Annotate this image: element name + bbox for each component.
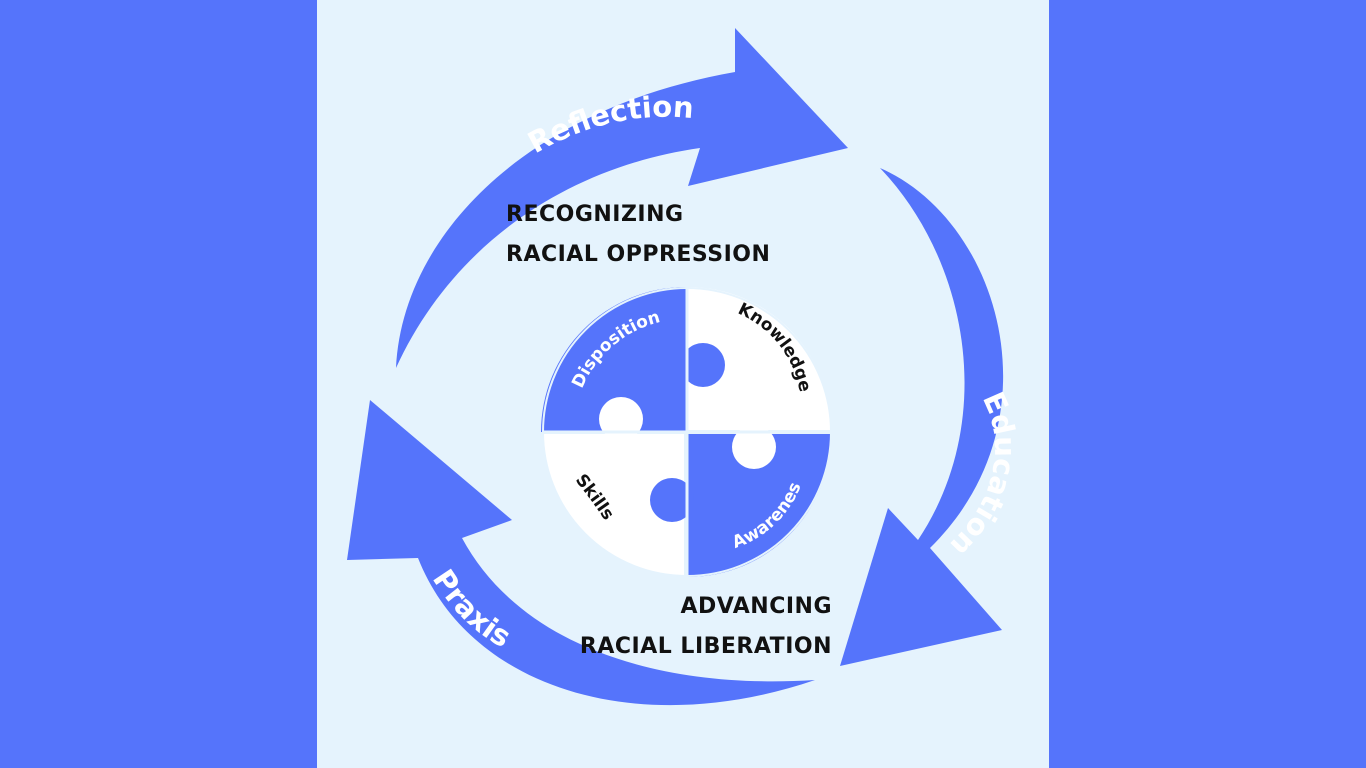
praxis-arrow: [347, 400, 815, 706]
puzzle-knob: [732, 425, 776, 469]
heading-advancing: ADVANCING RACIAL LIBERATION: [580, 587, 832, 667]
heading-top-line1: RECOGNIZING: [506, 202, 684, 227]
puzzle-knob: [681, 343, 725, 387]
puzzle-piece-awareness: [688, 434, 831, 577]
reflection-arrow: [396, 28, 848, 368]
heading-recognizing: RECOGNIZING RACIAL OPPRESSION: [506, 195, 770, 275]
heading-bottom-line1: ADVANCING: [680, 594, 832, 619]
education-arrow: [840, 168, 1004, 666]
puzzle-knob: [650, 478, 694, 522]
heading-top-line2: RACIAL OPPRESSION: [506, 242, 771, 267]
puzzle-piece-dispositions: [541, 287, 686, 432]
puzzle-piece-knowledge: [688, 287, 831, 430]
puzzle-outline: [542, 287, 832, 577]
puzzle-piece-skills: [543, 434, 684, 575]
puzzle-knob: [599, 397, 643, 441]
puzzle-seam: [543, 287, 831, 577]
heading-bottom-line2: RACIAL LIBERATION: [579, 634, 832, 659]
